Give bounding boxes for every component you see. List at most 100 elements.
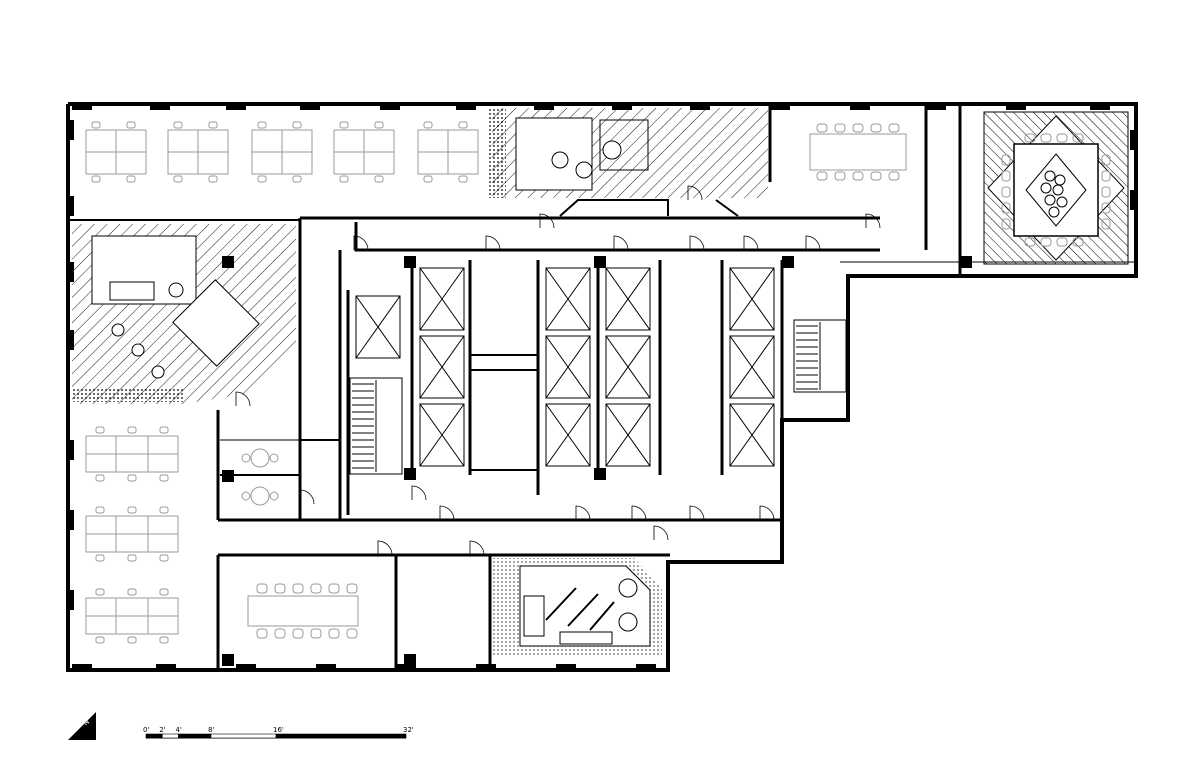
bottom-lounge (492, 558, 662, 656)
window-pier (72, 664, 92, 672)
desk-chair (127, 636, 137, 644)
scale-bar-segment (178, 733, 212, 739)
elevator-shaft (419, 335, 465, 399)
desk-chair (127, 506, 137, 514)
elevator-shaft (545, 403, 591, 467)
desk-chair (127, 588, 137, 596)
door-swing (235, 391, 251, 407)
desk-chair (91, 121, 101, 129)
door-swing (411, 485, 427, 501)
conference-chair (256, 628, 268, 639)
window-pier (316, 664, 336, 672)
desk-chair (173, 175, 183, 183)
plant-pot (1048, 206, 1060, 218)
shaft-cross (419, 403, 465, 467)
elevator-shaft (729, 267, 775, 331)
desk-chair (423, 121, 433, 129)
boardroom-chair (1072, 237, 1084, 247)
shaft-cross (545, 335, 591, 399)
elevator-shaft (729, 335, 775, 399)
shaft-cross (545, 267, 591, 331)
boardroom-chair (1040, 237, 1052, 247)
window-pier (1130, 130, 1138, 150)
desk-chair (159, 636, 169, 644)
column (222, 654, 234, 666)
elevator-shaft (605, 403, 651, 467)
window-pier (456, 102, 476, 110)
conference-table-bottom (247, 583, 359, 639)
door-swing (613, 235, 629, 251)
door-swing (759, 505, 775, 521)
window-pier (690, 102, 710, 110)
conference-chair (328, 583, 340, 594)
scale-bar-segment (145, 733, 163, 739)
window-pier (850, 102, 870, 110)
elevator-shafts (355, 267, 775, 467)
desk-chair (127, 474, 137, 482)
door-swing (805, 235, 821, 251)
boardroom-chair (1101, 218, 1111, 230)
conference-chair (852, 171, 864, 181)
window-pier (66, 120, 74, 140)
plant-pot (1044, 170, 1056, 182)
desk-chair (208, 121, 218, 129)
desk-chair (374, 121, 384, 129)
conference-chair (310, 583, 322, 594)
boardroom-chair (1101, 170, 1111, 182)
desk-chair (127, 554, 137, 562)
conference-chair (328, 628, 340, 639)
window-pier (1130, 190, 1138, 210)
desk-chair (95, 506, 105, 514)
window-pier (1006, 102, 1026, 110)
scale-bar-label: 32' (403, 726, 414, 734)
window-pier (66, 196, 74, 216)
window-pier (300, 102, 320, 110)
desk-chair (95, 474, 105, 482)
scale-bar-label: 8' (208, 726, 214, 734)
door-swing (631, 505, 647, 521)
doors (235, 185, 881, 556)
door-swing (377, 540, 393, 556)
desk-chair (173, 121, 183, 129)
shaft-cross (419, 267, 465, 331)
conference-chair (870, 171, 882, 181)
conference-chair (346, 583, 358, 594)
desk-chair (458, 175, 468, 183)
scale-bar: 0'2'4'8'16'32' (143, 726, 414, 739)
shaft-cross (419, 335, 465, 399)
scale-bar-label: 2' (159, 726, 165, 734)
boardroom-chair (1024, 133, 1036, 143)
elevator-shaft (419, 267, 465, 331)
shaft-cross (605, 335, 651, 399)
elevator-shaft (419, 403, 465, 467)
desk-chair (95, 554, 105, 562)
column (782, 256, 794, 268)
plant-pot (1040, 182, 1052, 194)
desk-chair (159, 554, 169, 562)
window-pier (636, 664, 656, 672)
window-pier (66, 262, 74, 282)
shaft-cross (605, 267, 651, 331)
scale-bar-label: 0' (143, 726, 149, 734)
shaft-cross (729, 403, 775, 467)
desk-chair (339, 175, 349, 183)
window-pier (66, 440, 74, 460)
door-swing (743, 235, 759, 251)
column (594, 256, 606, 268)
scale-bar-segment (210, 733, 277, 739)
boardroom-chair (1056, 237, 1068, 247)
window-pier (72, 102, 92, 110)
door-swing (485, 235, 501, 251)
window-pier (380, 102, 400, 110)
conference-chair (274, 583, 286, 594)
door-swing (653, 525, 669, 541)
conference-chair (274, 628, 286, 639)
boardroom-chair (1024, 237, 1036, 247)
svg-text:N: N (82, 718, 91, 727)
boardroom-chair (1072, 133, 1084, 143)
door-swing (687, 185, 703, 201)
boardroom-chair (1001, 202, 1011, 214)
boardroom-chair (1040, 133, 1052, 143)
boardroom-chair (1001, 218, 1011, 230)
